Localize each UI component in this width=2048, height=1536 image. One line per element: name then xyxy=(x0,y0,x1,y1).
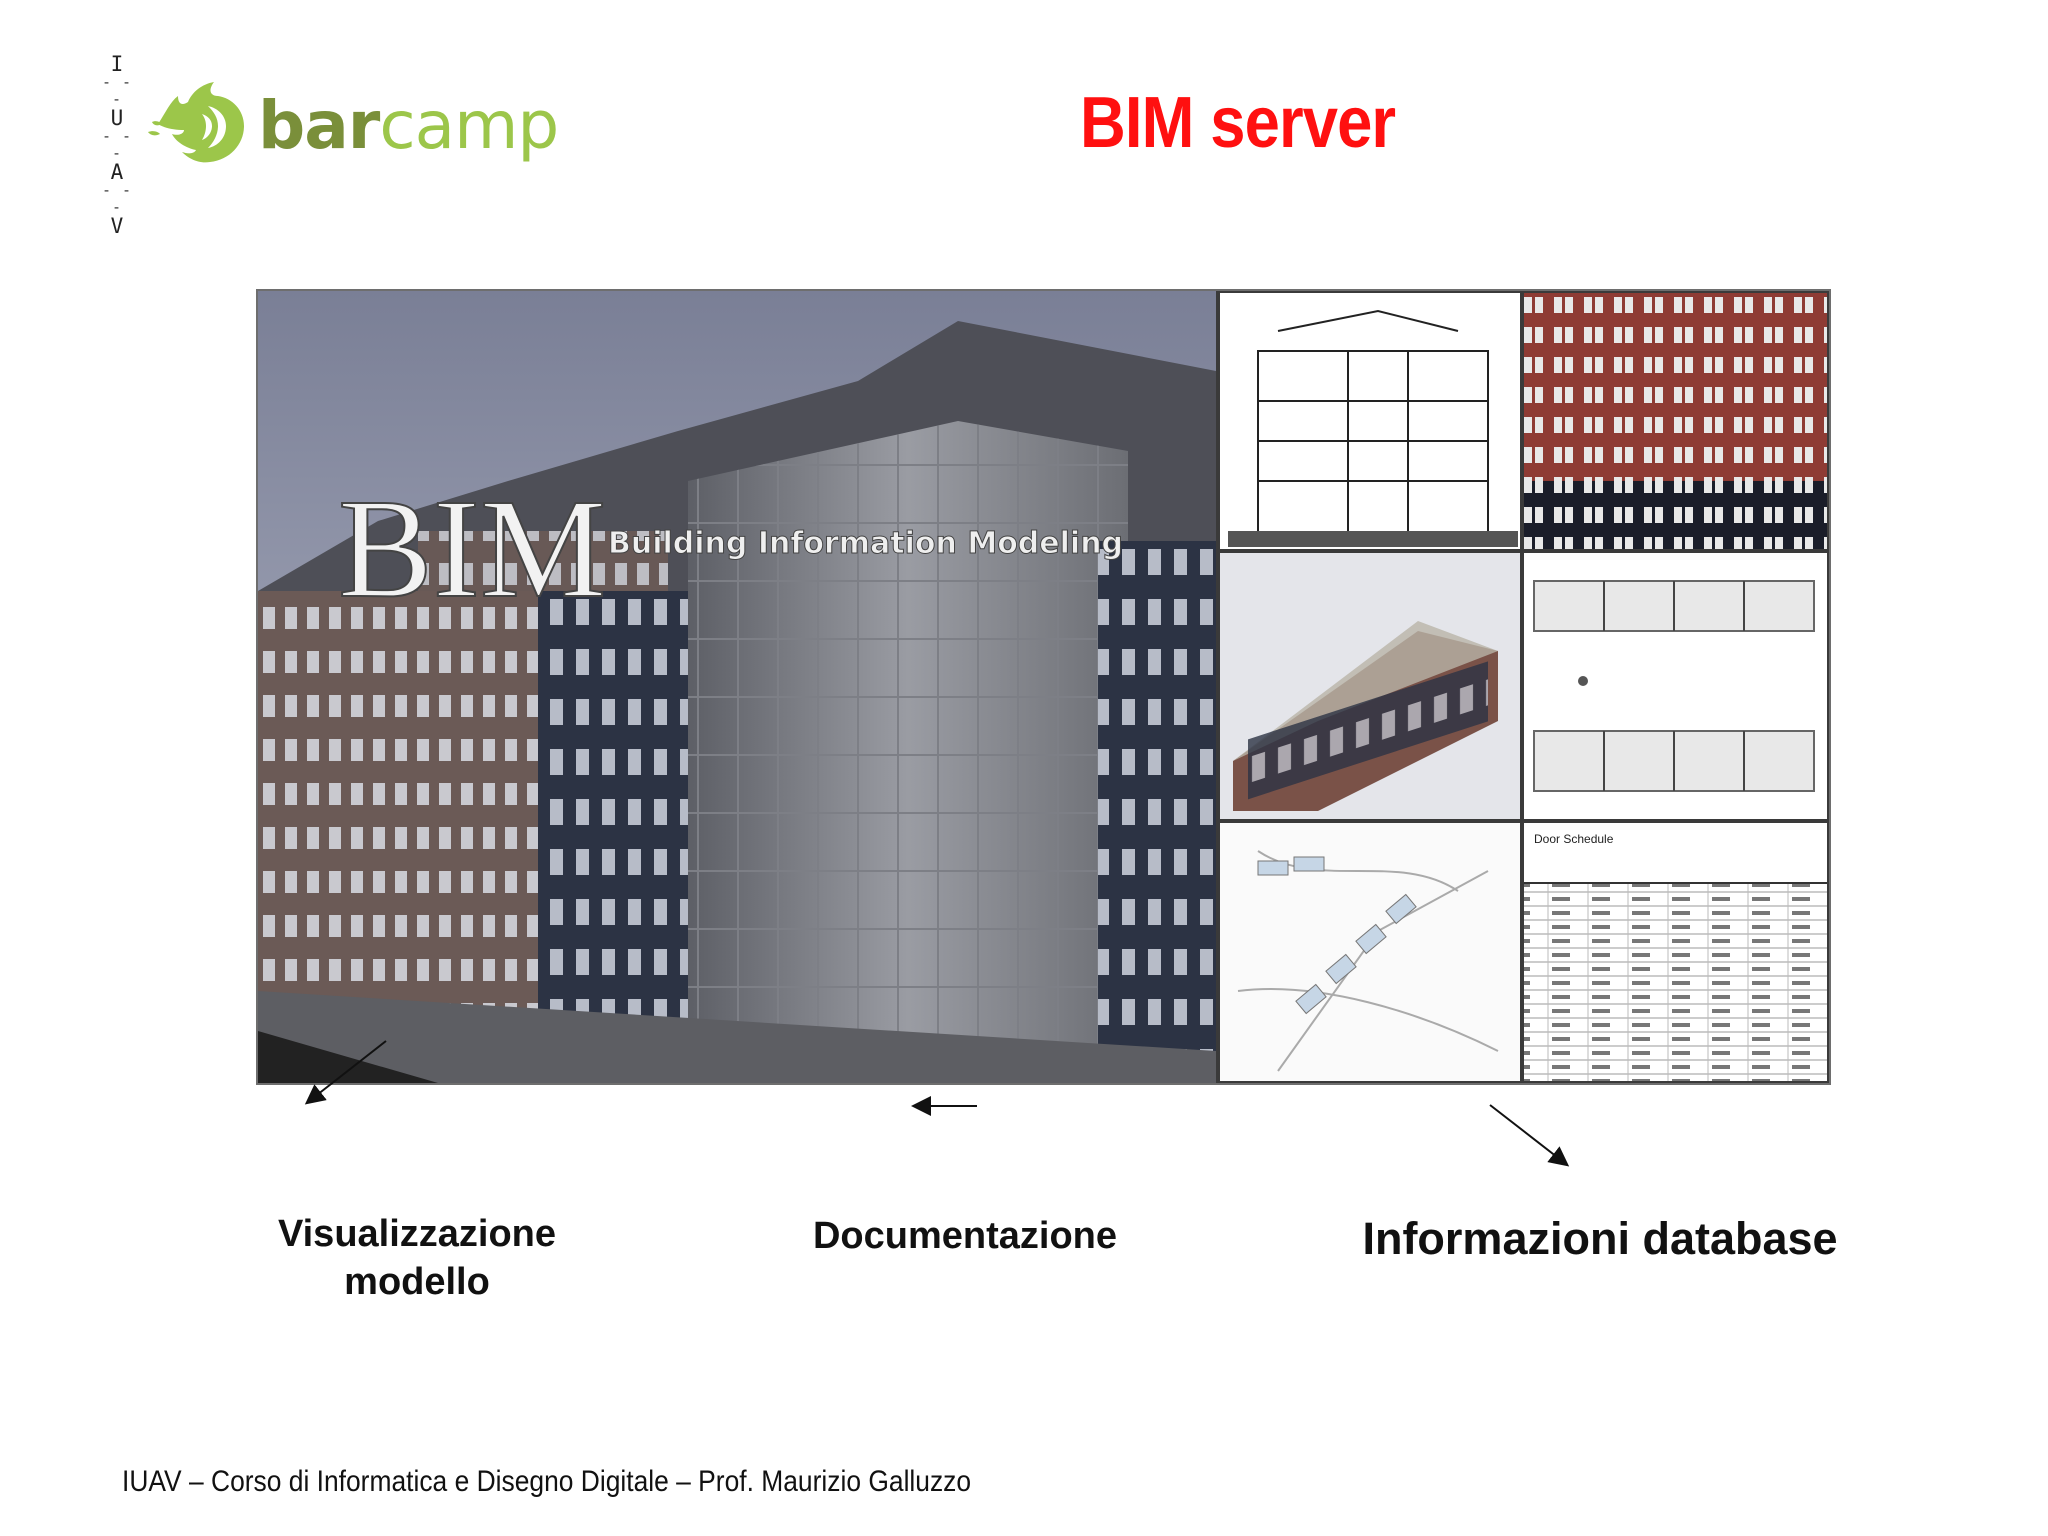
label-visualization-line2: modello xyxy=(344,1261,490,1303)
page-title: BIM server xyxy=(1080,83,1396,163)
footer-credit: IUAV – Corso di Informatica e Disegno Di… xyxy=(122,1465,972,1498)
label-database: Informazioni database xyxy=(1362,1213,1838,1264)
label-documentation: Documentazione xyxy=(812,1215,1118,1257)
logo-word-bar: bar xyxy=(258,87,380,164)
iuav-letter-v: V xyxy=(110,214,124,238)
overlay-bim-text: BIM xyxy=(338,469,606,627)
bim-collage-image: BIM Building Information Modeling xyxy=(256,289,1831,1085)
bim-collage-drawing: BIM Building Information Modeling xyxy=(258,291,1829,1083)
logo-word-camp: camp xyxy=(379,87,559,164)
arrow-down-right-icon xyxy=(1489,1104,1570,1167)
label-visualization-line1: Visualizzazione xyxy=(277,1213,557,1255)
label-visualization: Visualizzazione modello xyxy=(262,1210,572,1306)
overlay-subtitle-text: Building Information Modeling xyxy=(608,526,1123,561)
iuav-letter-a: A xyxy=(110,160,124,184)
barcamp-wordmark: barcamp xyxy=(258,87,559,164)
arrow-down-left-icon xyxy=(304,1040,387,1105)
iuav-logo: I - - - U - - - A - - - V xyxy=(96,52,138,238)
iuav-letter-i: I xyxy=(110,52,124,76)
iuav-letter-u: U xyxy=(110,106,124,130)
flame-logo-icon xyxy=(148,82,244,163)
door-schedule-title: Door Schedule xyxy=(1534,832,1614,846)
